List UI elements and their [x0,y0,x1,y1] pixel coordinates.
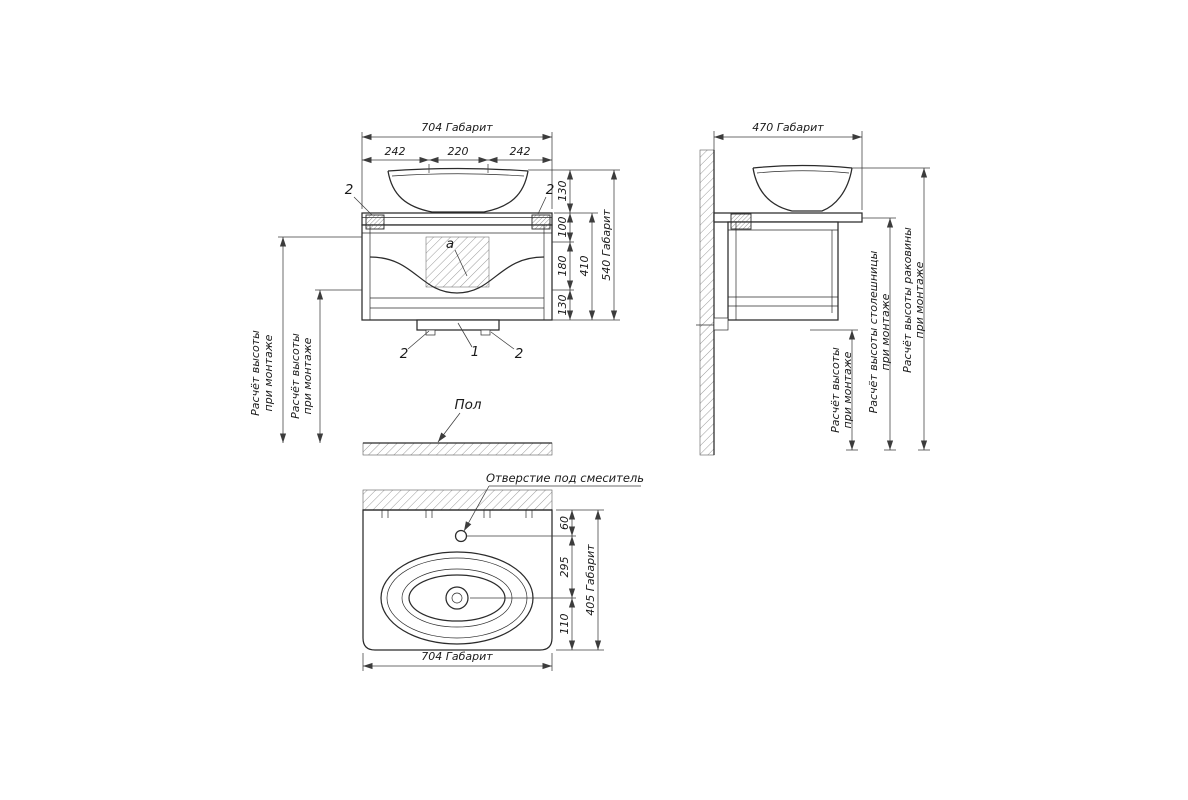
front-dim-130-sink-label: 130 [556,181,569,202]
side-cabinet [696,213,839,331]
front-callout-2-bottomleft: 2 [400,346,409,362]
front-dim-130-bottom-label: 130 [556,295,569,316]
front-callout-a: a [446,236,454,252]
front-floor-hatch [362,442,553,456]
front-dim-width: 704 Габарит 242 220 242 [361,121,553,209]
side-note-sink-line2: при монтаже [913,261,926,338]
side-sink [752,164,853,212]
top-faucet-hole: Отверстие под смеситель [454,471,644,543]
side-wall [699,149,715,456]
front-dim-220-label: 220 [448,145,469,158]
front-dim-180-label: 180 [556,256,569,277]
side-note-mount-line1: Расчёт высоты [829,347,842,433]
front-wall-brackets [365,214,551,230]
top-drain [445,586,469,610]
side-dim-depth: 470 Габарит [713,121,863,210]
front-note-mount-line1: Расчёт высоты [249,330,262,416]
front-callout-2-topright: 2 [546,182,555,198]
front-dim-mount-height: Расчёт высоты при монтаже Расчёт высоты … [249,236,362,443]
side-note-mount-line2: при монтаже [841,351,854,428]
side-view: 470 Габарит Расчёт высоты при монтаже Ра… [696,121,930,456]
top-faucet-label: Отверстие под смеситель [486,471,644,485]
front-note-mount-line2: при монтаже [262,334,275,411]
front-dim-410-label: 410 [578,256,591,277]
top-dim-width: 704 Габарит [362,650,553,671]
side-dim-heights: Расчёт высоты при монтаже Расчёт высоты … [810,167,930,451]
top-view: Отверстие под смеситель 60 295 110 405 Г… [362,471,644,671]
side-note-countertop-line1: Расчёт высоты столешницы [867,250,880,413]
top-mount-ticks [381,510,533,518]
top-dim-704-label: 704 Габарит [421,650,493,663]
top-dim-295-label: 295 [558,557,571,578]
front-floor: Пол [362,397,553,456]
front-floor-label: Пол [454,397,481,413]
top-dim-depth-chain: 60 295 110 405 Габарит [467,509,604,651]
front-callouts: 2 2 a 2 1 2 [345,182,555,362]
front-cabinet [361,224,553,321]
front-drawer-recess-curve [369,256,545,294]
side-dim-470-label: 470 Габарит [752,121,824,134]
top-dim-405-label: 405 Габарит [584,544,597,616]
side-note-countertop-line2: при монтаже [879,293,892,370]
side-bracket-bottom [713,317,729,331]
side-wall-hatch [699,149,715,456]
front-note-mount2-line2: при монтаже [301,337,314,414]
front-dim-height-chain: 130 100 180 130 410 540 Габарит [528,169,620,321]
front-callout-1: 1 [471,344,480,360]
front-dim-540-label: 540 Габарит [600,209,613,281]
front-hatched-panel [425,236,490,288]
front-dim-242-right-label: 242 [510,145,531,158]
front-dim-704-label: 704 Габарит [421,121,493,134]
front-bracket-right [531,214,551,230]
front-dim-100-label: 100 [556,217,569,238]
top-countertop [362,509,553,651]
top-wall-hatch [362,489,553,511]
front-view: 704 Габарит 242 220 242 130 100 180 130 … [249,121,620,456]
top-dim-60-label: 60 [558,516,571,530]
front-sink [387,167,529,213]
front-base [416,319,500,336]
side-bracket-top [730,213,752,230]
side-note-sink-line1: Расчёт высоты раковины [901,227,914,373]
front-countertop [361,212,553,226]
front-callout-2-topleft: 2 [345,182,354,198]
front-dim-242-left-label: 242 [385,145,406,158]
front-callout-2-bottomright: 2 [515,346,524,362]
front-note-mount2-line1: Расчёт высоты [289,333,302,419]
top-dim-110-label: 110 [558,614,571,635]
front-bracket-left [365,214,385,230]
